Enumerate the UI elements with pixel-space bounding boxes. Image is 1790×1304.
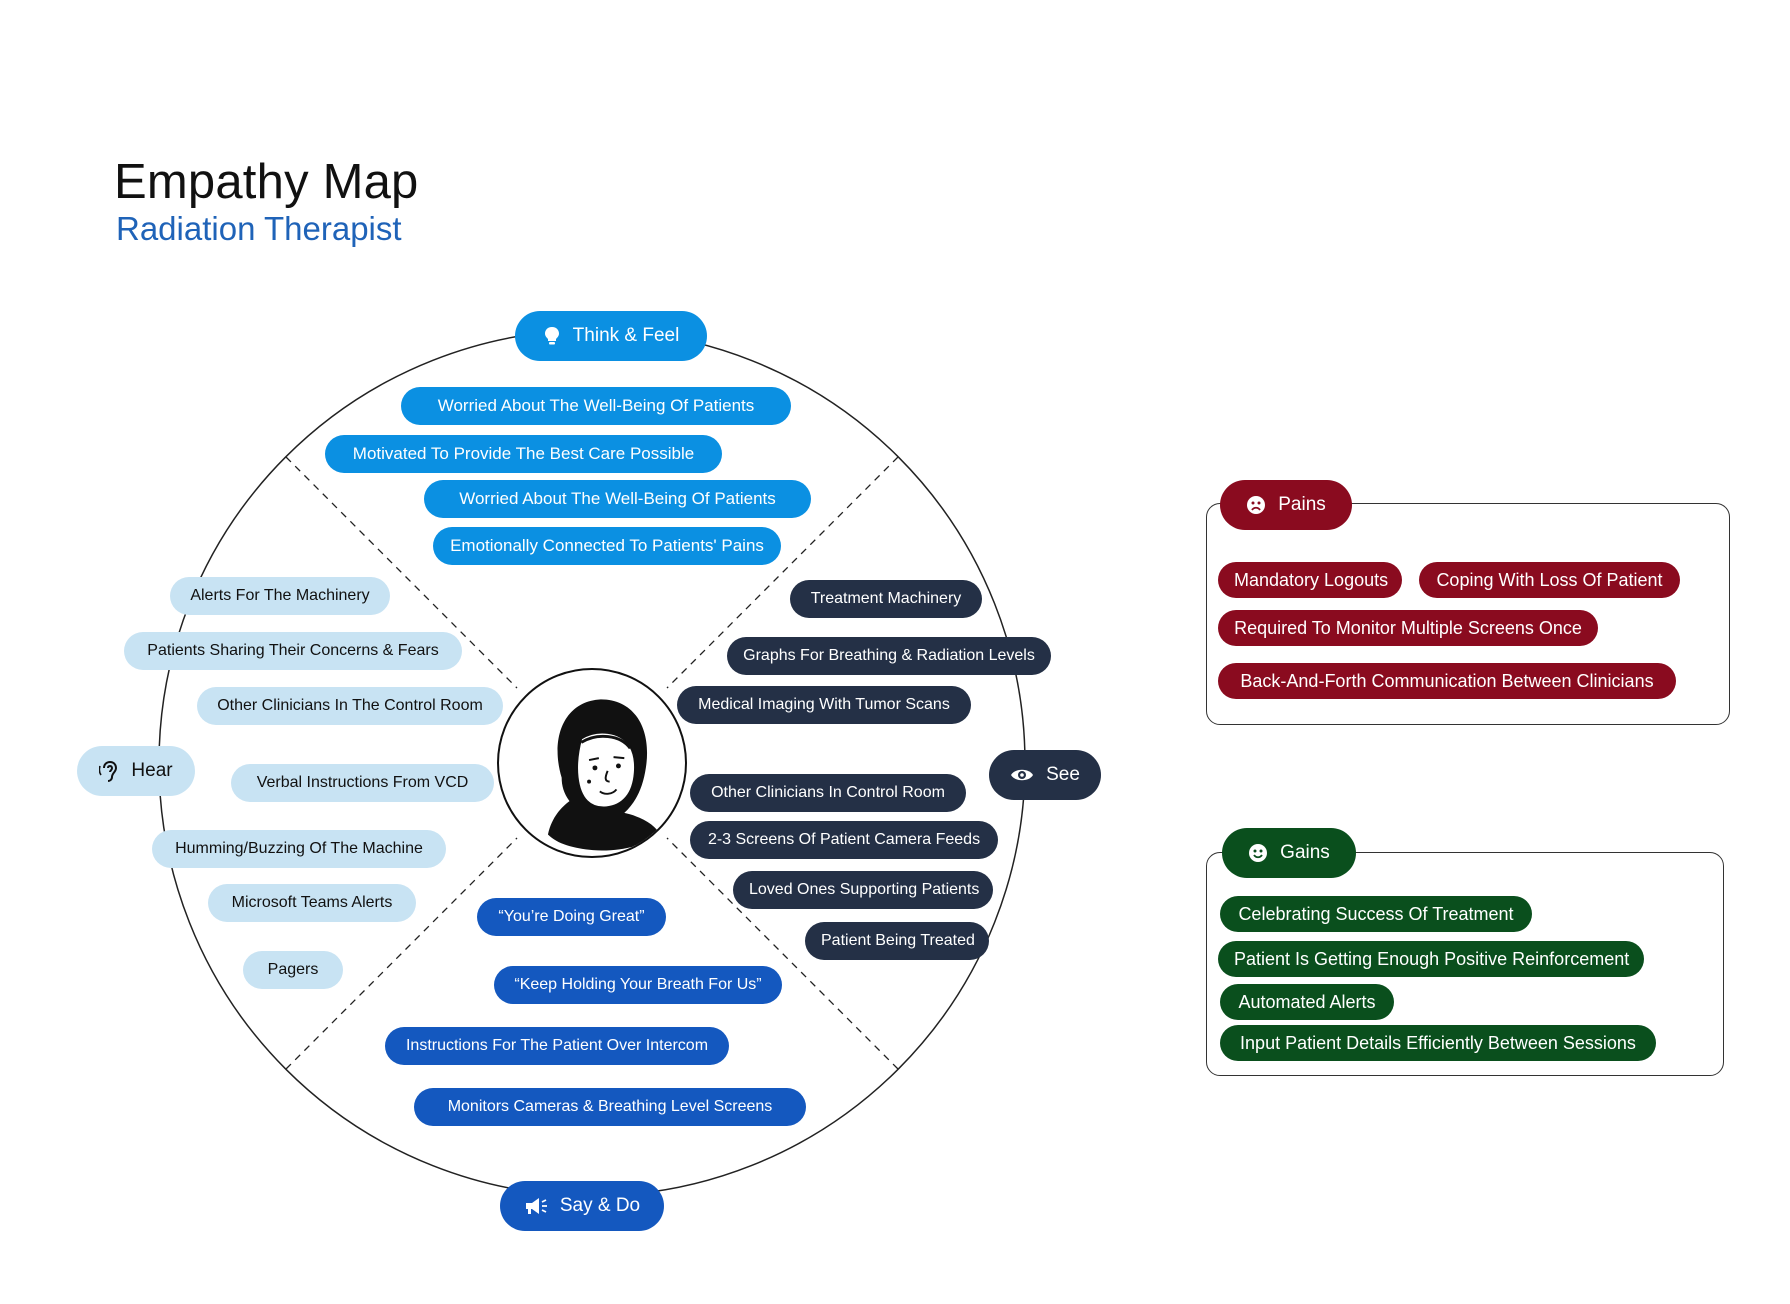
see-item: Loved Ones Supporting Patients <box>733 871 993 909</box>
pain-item: Required To Monitor Multiple Screens Onc… <box>1218 610 1598 646</box>
megaphone-icon <box>524 1196 548 1216</box>
pain-item: Back-And-Forth Communication Between Cli… <box>1218 663 1676 699</box>
say-do-item: Monitors Cameras & Breathing Level Scree… <box>414 1088 806 1126</box>
gain-item: Patient Is Getting Enough Positive Reinf… <box>1218 941 1644 977</box>
pains-header: Pains <box>1220 480 1352 530</box>
say-do-item: “You’re Doing Great” <box>477 898 666 936</box>
hear-item: Other Clinicians In The Control Room <box>197 687 503 725</box>
think-feel-item: Worried About The Well-Being Of Patients <box>424 480 811 518</box>
see-item: Graphs For Breathing & Radiation Levels <box>727 637 1051 675</box>
see-header: See <box>989 750 1101 800</box>
persona-illustration <box>547 699 662 851</box>
hear-item: Humming/Buzzing Of The Machine <box>152 830 446 868</box>
think-feel-header: Think & Feel <box>515 311 707 361</box>
sad-face-icon <box>1246 495 1266 515</box>
hear-item: Pagers <box>243 951 343 989</box>
persona-avatar <box>497 668 687 858</box>
pain-item: Coping With Loss Of Patient <box>1419 562 1680 598</box>
page-subtitle: Radiation Therapist <box>116 210 402 247</box>
lightbulb-icon <box>543 326 561 346</box>
ear-icon <box>99 760 119 782</box>
pains-label: Pains <box>1278 494 1326 515</box>
gains-label: Gains <box>1280 842 1330 863</box>
hear-header: Hear <box>77 746 195 796</box>
see-item: 2-3 Screens Of Patient Camera Feeds <box>690 821 998 859</box>
say-do-header: Say & Do <box>500 1181 664 1231</box>
see-label: See <box>1046 764 1080 785</box>
say-do-item: Instructions For The Patient Over Interc… <box>385 1027 729 1065</box>
hear-item: Verbal Instructions From VCD <box>231 764 494 802</box>
see-item: Other Clinicians In Control Room <box>690 774 966 812</box>
hear-item: Microsoft Teams Alerts <box>208 884 416 922</box>
pain-item: Mandatory Logouts <box>1218 562 1402 598</box>
hear-item: Alerts For The Machinery <box>170 577 390 615</box>
gain-item: Automated Alerts <box>1220 984 1394 1020</box>
see-item: Medical Imaging With Tumor Scans <box>677 686 971 724</box>
gain-item: Input Patient Details Efficiently Betwee… <box>1220 1025 1656 1061</box>
think-feel-item: Motivated To Provide The Best Care Possi… <box>325 435 722 473</box>
smile-face-icon <box>1248 843 1268 863</box>
gains-header: Gains <box>1222 828 1356 878</box>
hear-item: Patients Sharing Their Concerns & Fears <box>124 632 462 670</box>
eye-icon <box>1010 767 1034 783</box>
hear-label: Hear <box>131 760 173 781</box>
see-item: Patient Being Treated <box>805 922 989 960</box>
think-feel-item: Worried About The Well-Being Of Patients <box>401 387 791 425</box>
gain-item: Celebrating Success Of Treatment <box>1220 896 1532 932</box>
think-feel-item: Emotionally Connected To Patients' Pains <box>433 527 781 565</box>
page-title: Empathy Map <box>114 155 419 209</box>
see-item: Treatment Machinery <box>790 580 982 618</box>
say-do-label: Say & Do <box>559 1195 641 1216</box>
think-feel-label: Think & Feel <box>572 325 680 346</box>
say-do-item: “Keep Holding Your Breath For Us” <box>494 966 782 1004</box>
